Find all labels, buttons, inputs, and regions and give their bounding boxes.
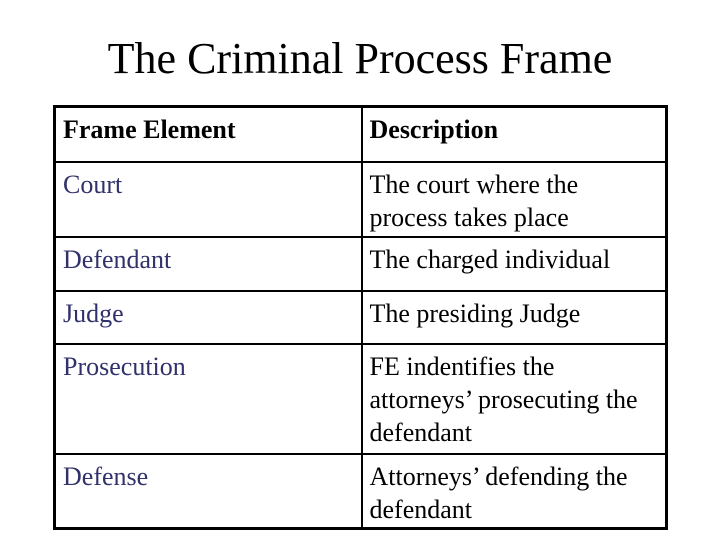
column-header-frame-element: Frame Element xyxy=(53,105,363,163)
frame-element-cell: Defense xyxy=(53,452,363,530)
table-row-prosecution: Prosecution FE indentifies the attorneys… xyxy=(53,342,668,455)
table-row-court: Court The court where the process takes … xyxy=(53,160,668,238)
description-cell: FE indentifies the attorneys’ prosecutin… xyxy=(360,342,668,455)
frame-element-cell: Prosecution xyxy=(53,342,363,455)
table-row-defense: Defense Attorneys’ defending the defenda… xyxy=(53,452,668,530)
table-row-defendant: Defendant The charged individual xyxy=(53,235,668,292)
frame-element-cell: Court xyxy=(53,160,363,238)
criminal-process-frame-table: Frame Element Description Court The cour… xyxy=(53,105,668,530)
frame-element-cell: Judge xyxy=(53,289,363,345)
description-cell: Attorneys’ defending the defendant xyxy=(360,452,668,530)
column-header-description: Description xyxy=(360,105,668,163)
description-cell: The court where the process takes place xyxy=(360,160,668,238)
table-header-row: Frame Element Description xyxy=(53,105,668,163)
description-cell: The presiding Judge xyxy=(360,289,668,345)
description-cell: The charged individual xyxy=(360,235,668,292)
table-row-judge: Judge The presiding Judge xyxy=(53,289,668,345)
slide-title: The Criminal Process Frame xyxy=(107,34,613,83)
frame-element-cell: Defendant xyxy=(53,235,363,292)
